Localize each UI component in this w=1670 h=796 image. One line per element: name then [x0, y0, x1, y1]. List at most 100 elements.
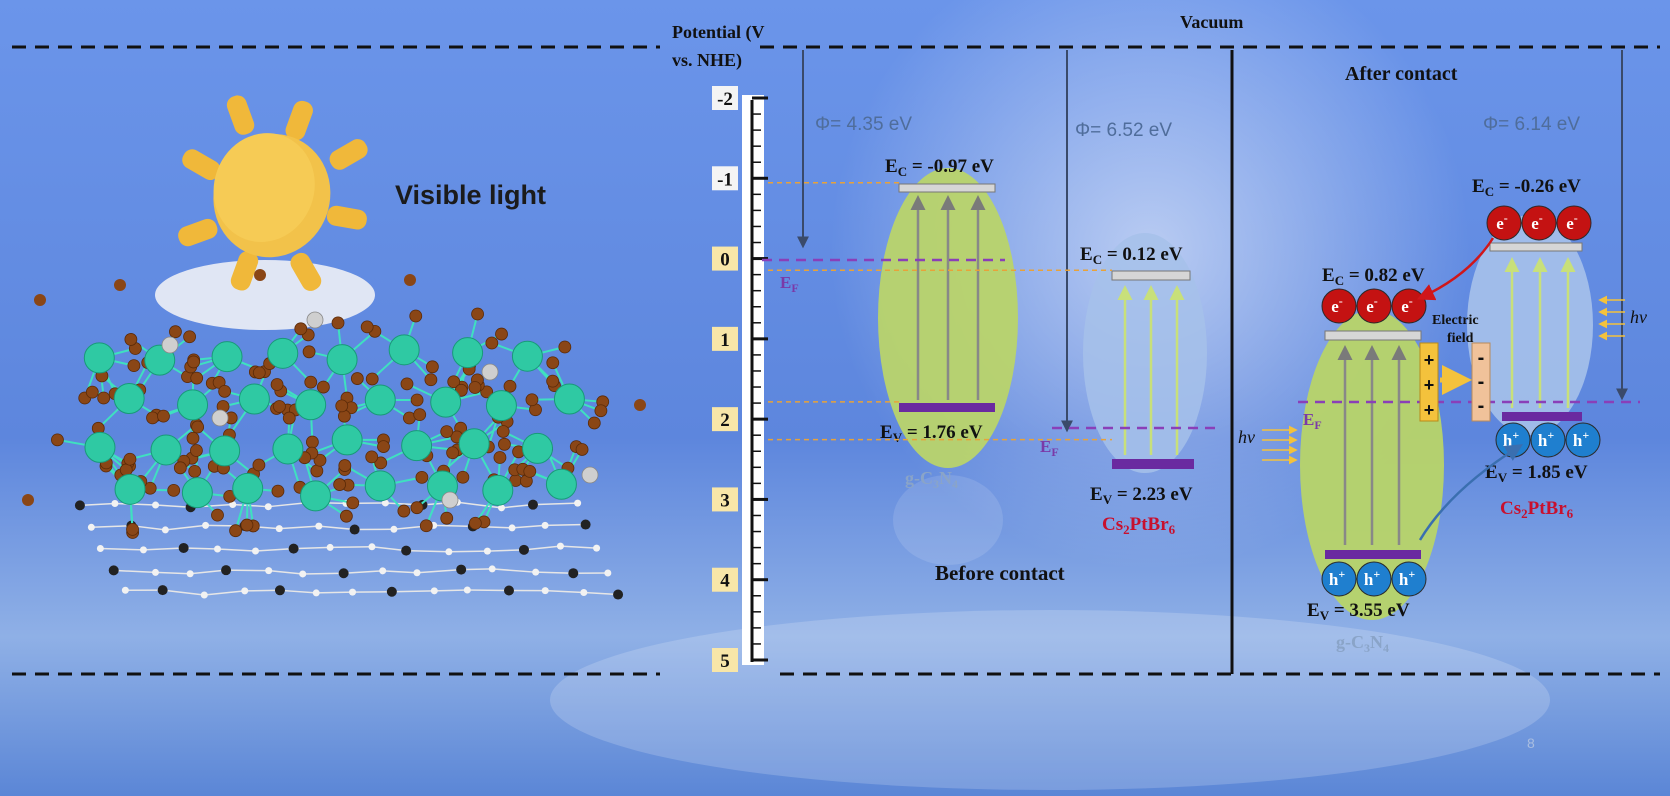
floor-glow [550, 610, 1550, 790]
vacuum-label: Vacuum [1180, 12, 1243, 32]
after-cs-name: Cs2PtBr6 [1500, 498, 1574, 521]
after-gcn-name: g-C3N4 [1336, 632, 1389, 655]
axis-tick-box [712, 326, 738, 351]
axis-tick-label: 4 [720, 571, 730, 592]
svg-text:h+: h+ [1364, 567, 1380, 589]
positive-charge-layer [1419, 342, 1439, 422]
plus-sign: + [1424, 400, 1435, 420]
gcn-cb-band [898, 183, 996, 193]
plus-sign: + [1424, 350, 1435, 370]
axis-tick-box [712, 487, 738, 512]
electron-particle: e- [1486, 205, 1522, 241]
after-gcn-ev-label: EV = 3.55 eV [1307, 600, 1410, 623]
after-cs-ev-label: EV = 1.85 eV [1485, 462, 1588, 485]
gcn-excitation-arrows [910, 195, 986, 400]
ef-label-cs: EF [1040, 437, 1059, 459]
after-ef-label: EF [1303, 410, 1322, 432]
svg-text:h+: h+ [1399, 567, 1415, 589]
potential-label-line1: Potential (V [672, 22, 764, 43]
svg-text:h+: h+ [1329, 567, 1345, 589]
cs-vb-band [1112, 459, 1194, 469]
axis-tick-box [712, 407, 738, 432]
after-gcn-holes: h+ h+ h+ [1321, 561, 1427, 597]
axis-tick-label: 0 [720, 250, 730, 271]
electron-particle: e- [1391, 288, 1427, 324]
after-cs-ec-label: EC = -0.26 eV [1472, 176, 1581, 199]
axis-tick-label: -1 [717, 169, 733, 190]
visible-light-label: Visible light [395, 180, 546, 210]
svg-text:e-: e- [1401, 294, 1413, 316]
after-gcn-cb-band [1324, 330, 1422, 341]
electron-particle: e- [1356, 288, 1392, 324]
potential-label-line2: vs. NHE) [672, 50, 742, 71]
axis-tick-label: 1 [720, 330, 730, 351]
cs-cb-band [1111, 270, 1191, 281]
cs-name-before: Cs2PtBr6 [1102, 514, 1176, 537]
positive-charges: +++ [1424, 350, 1435, 420]
electric-field-label-1: Electric [1432, 313, 1479, 328]
minus-sign: - [1478, 371, 1485, 393]
minus-sign: - [1478, 347, 1485, 369]
electron-particle: e- [1556, 205, 1592, 241]
axis-tick-box [712, 86, 738, 110]
after-contact-label: After contact [1345, 63, 1458, 85]
svg-text:e-: e- [1531, 211, 1543, 233]
svg-text:e-: e- [1496, 211, 1508, 233]
gcn-reflection [893, 475, 1003, 565]
gcn-ev-label: EV = 1.76 eV [880, 422, 983, 445]
page-number: 8 [1527, 735, 1535, 751]
negative-charge-layer [1471, 342, 1491, 422]
hole-transfer-arrow [1418, 444, 1523, 541]
cs-ev-label: EV = 2.23 eV [1090, 484, 1193, 507]
hv-arrows-left [1262, 425, 1298, 465]
after-gcn-ec-label: EC = 0.82 eV [1322, 265, 1425, 288]
after-gcn-electrons: e-e-e- [1321, 288, 1427, 324]
axis-tick-box [712, 246, 738, 271]
negative-charges: --- [1478, 347, 1485, 417]
svg-text:h+: h+ [1538, 428, 1554, 450]
axis-tick-box [712, 648, 738, 672]
cs-ec-label: EC = 0.12 eV [1080, 244, 1183, 267]
after-gcn-excitation-arrows [1337, 345, 1407, 545]
phi-cs-label: Φ= 6.52 eV [1075, 120, 1172, 141]
phi-after-label: Φ= 6.14 eV [1483, 114, 1580, 135]
crystal-structure [22, 269, 646, 600]
axis-tick-label: 2 [720, 410, 730, 431]
cs-ellipse [1083, 233, 1207, 473]
before-contact-label: Before contact [935, 561, 1065, 585]
after-cs-electrons: e-e-e- [1486, 205, 1592, 241]
hv-label-right: hv [1630, 307, 1647, 327]
axis-tick-label: 3 [720, 490, 730, 511]
after-gcn-vb-band [1325, 550, 1421, 559]
minus-sign: - [1478, 395, 1485, 417]
gcn-name-before: g-C3N4 [905, 468, 958, 491]
gcn-vb-band [899, 403, 995, 412]
electric-field-label-2: field [1447, 331, 1474, 346]
svg-text:e-: e- [1331, 294, 1343, 316]
after-cs-excitation-arrows [1504, 257, 1576, 408]
level-guides [768, 181, 1112, 441]
svg-text:e-: e- [1366, 294, 1378, 316]
axis-tick-box [712, 567, 738, 592]
gcn-ec-label: EC = -0.97 eV [885, 156, 994, 179]
svg-text:e-: e- [1566, 211, 1578, 233]
svg-text:h+: h+ [1573, 428, 1589, 450]
hv-label-left: hv [1238, 427, 1255, 447]
hole-particle: h+ [1565, 422, 1601, 458]
hv-arrows-right [1598, 295, 1625, 341]
axis-tick-label: 5 [720, 651, 730, 672]
electron-particle: e- [1521, 205, 1557, 241]
ef-label-gcn: EF [780, 273, 799, 295]
sun-icon [155, 95, 375, 330]
electron-transfer-arrow [1416, 237, 1495, 301]
hole-particle: h+ [1356, 561, 1392, 597]
after-cs-cb-band [1489, 242, 1583, 252]
electron-particle: e- [1321, 288, 1357, 324]
svg-text:h+: h+ [1503, 428, 1519, 450]
phi-gcn-label: Φ= 4.35 eV [815, 114, 912, 135]
hole-particle: h+ [1391, 561, 1427, 597]
hole-particle: h+ [1321, 561, 1357, 597]
